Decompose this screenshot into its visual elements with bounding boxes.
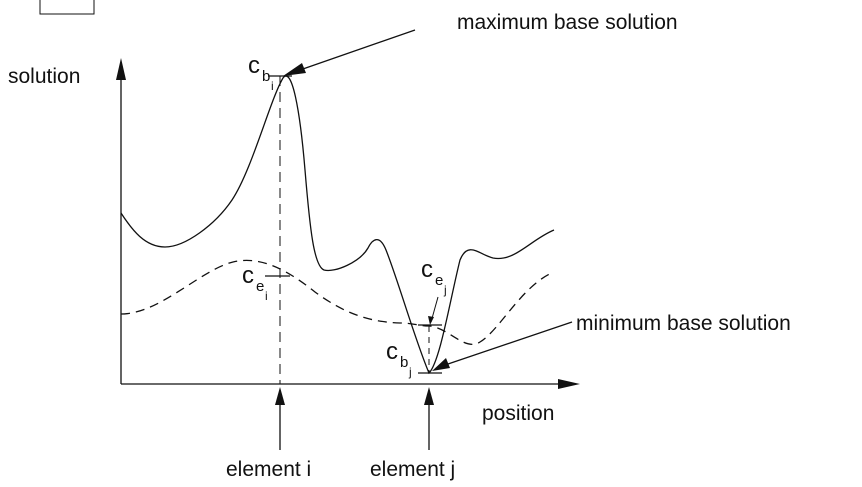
- c-bj-symbol: c b j: [386, 338, 412, 379]
- min-pointer-line: [447, 321, 573, 365]
- corner-frame: [39, 0, 95, 15]
- svg-text:b: b: [400, 354, 408, 371]
- svg-text:i: i: [265, 289, 268, 303]
- element-i-arrow-icon: [275, 387, 285, 405]
- c-ei-symbol: c e i: [242, 262, 268, 303]
- max-pointer-line: [299, 29, 416, 71]
- svg-text:b: b: [262, 68, 270, 85]
- element-i-label: element i: [226, 458, 311, 481]
- svg-text:e: e: [256, 278, 264, 295]
- base-solution-curve: [120, 75, 555, 375]
- svg-text:c: c: [386, 338, 398, 365]
- x-axis-arrow-icon: [558, 379, 580, 389]
- element-solution-curve: [120, 259, 555, 345]
- c-ej-leader-arrow-icon: [428, 316, 434, 325]
- min-pointer-arrow-icon: [432, 358, 450, 371]
- max-pointer-arrow-icon: [283, 63, 306, 76]
- svg-text:c: c: [421, 256, 433, 283]
- element-j-label: element j: [370, 458, 455, 481]
- svg-text:c: c: [248, 52, 260, 79]
- element-j-arrow-icon: [424, 387, 434, 405]
- svg-text:j: j: [443, 283, 447, 297]
- min-base-solution-label: minimum base solution: [576, 312, 791, 335]
- c-ej-symbol: c e j: [421, 256, 447, 297]
- svg-text:e: e: [435, 272, 443, 289]
- y-axis-label: solution: [8, 65, 80, 88]
- svg-text:c: c: [242, 262, 254, 289]
- svg-text:i: i: [271, 79, 274, 93]
- max-base-solution-label: maximum base solution: [457, 11, 678, 34]
- svg-text:j: j: [408, 365, 412, 379]
- c-bi-symbol: c b i: [248, 52, 274, 93]
- y-axis-arrow-icon: [116, 58, 126, 80]
- x-axis-label: position: [482, 402, 554, 425]
